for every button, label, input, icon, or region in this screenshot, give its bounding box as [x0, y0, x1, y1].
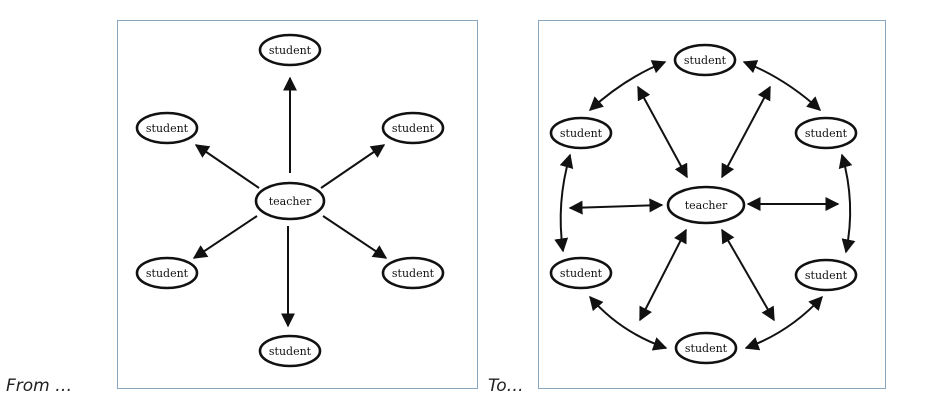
from-student-node-3-shape: [381, 111, 445, 145]
from-teacher-node: teacher: [254, 181, 326, 221]
to-arrow-1: [637, 85, 688, 179]
to-student-node-6-shape: [674, 331, 738, 365]
from-student-node-5-label: student: [392, 267, 435, 280]
from-student-node-4-shape: [135, 256, 199, 290]
ring-arrow-1: [588, 60, 667, 111]
to-student-node-5: student: [794, 258, 858, 292]
from-student-node-2: student: [135, 111, 199, 145]
to-student-node-2: student: [549, 116, 613, 150]
to-arrow-6: [721, 228, 775, 322]
from-teacher-node-shape: [254, 181, 326, 221]
to-student-node-3: student: [794, 116, 858, 150]
to-student-node-1-shape: [673, 43, 737, 77]
from-student-node-3-label: student: [392, 122, 435, 135]
to-student-node-3-label: student: [805, 127, 848, 140]
from-arrow-3: [320, 144, 386, 189]
to-teacher-node: teacher: [666, 185, 746, 225]
from-student-node-4-label: student: [146, 267, 189, 280]
from-student-node-1: student: [258, 33, 322, 67]
to-teacher-node-label: teacher: [685, 199, 728, 212]
to-student-node-4-label: student: [560, 267, 603, 280]
to-student-node-2-label: student: [560, 127, 603, 140]
from-student-node-4: student: [135, 256, 199, 290]
to-student-node-3-shape: [794, 116, 858, 150]
to-arrow-3: [568, 198, 664, 215]
ring-arrow-4: [838, 153, 856, 254]
from-student-node-2-label: student: [146, 122, 189, 135]
to-student-node-1: student: [673, 43, 737, 77]
from-student-node-6-shape: [258, 334, 322, 368]
ring-arrow-5: [589, 295, 668, 351]
from-arrow-4: [192, 215, 258, 259]
from-teacher-node-label: teacher: [269, 195, 312, 208]
caption-to: To…: [488, 376, 524, 396]
from-arrow-2: [194, 144, 260, 189]
to-student-node-6: student: [674, 331, 738, 365]
from-student-node-6: student: [258, 334, 322, 368]
from-arrow-5: [322, 215, 388, 259]
from-student-node-6-label: student: [269, 345, 312, 358]
to-teacher-node-shape: [666, 185, 746, 225]
to-student-node-4: student: [549, 256, 613, 290]
from-student-node-5: student: [381, 256, 445, 290]
to-arrow-5: [639, 228, 687, 322]
from-student-node-2-shape: [135, 111, 199, 145]
from-student-node-1-label: student: [269, 44, 312, 57]
ring-arrow-2: [742, 60, 822, 111]
to-student-node-6-label: student: [685, 342, 728, 355]
from-student-node-1-shape: [258, 33, 322, 67]
to-arrow-2: [721, 85, 771, 179]
from-student-node-5-shape: [381, 256, 445, 290]
to-student-node-5-shape: [794, 258, 858, 292]
to-student-node-5-label: student: [805, 269, 848, 282]
caption-from: From …: [6, 376, 73, 396]
ring-arrow-3: [554, 153, 574, 253]
ring-arrow-6: [744, 295, 823, 351]
to-student-node-4-shape: [549, 256, 613, 290]
to-student-node-1-label: student: [684, 54, 727, 67]
to-student-node-2-shape: [549, 116, 613, 150]
from-student-node-3: student: [381, 111, 445, 145]
